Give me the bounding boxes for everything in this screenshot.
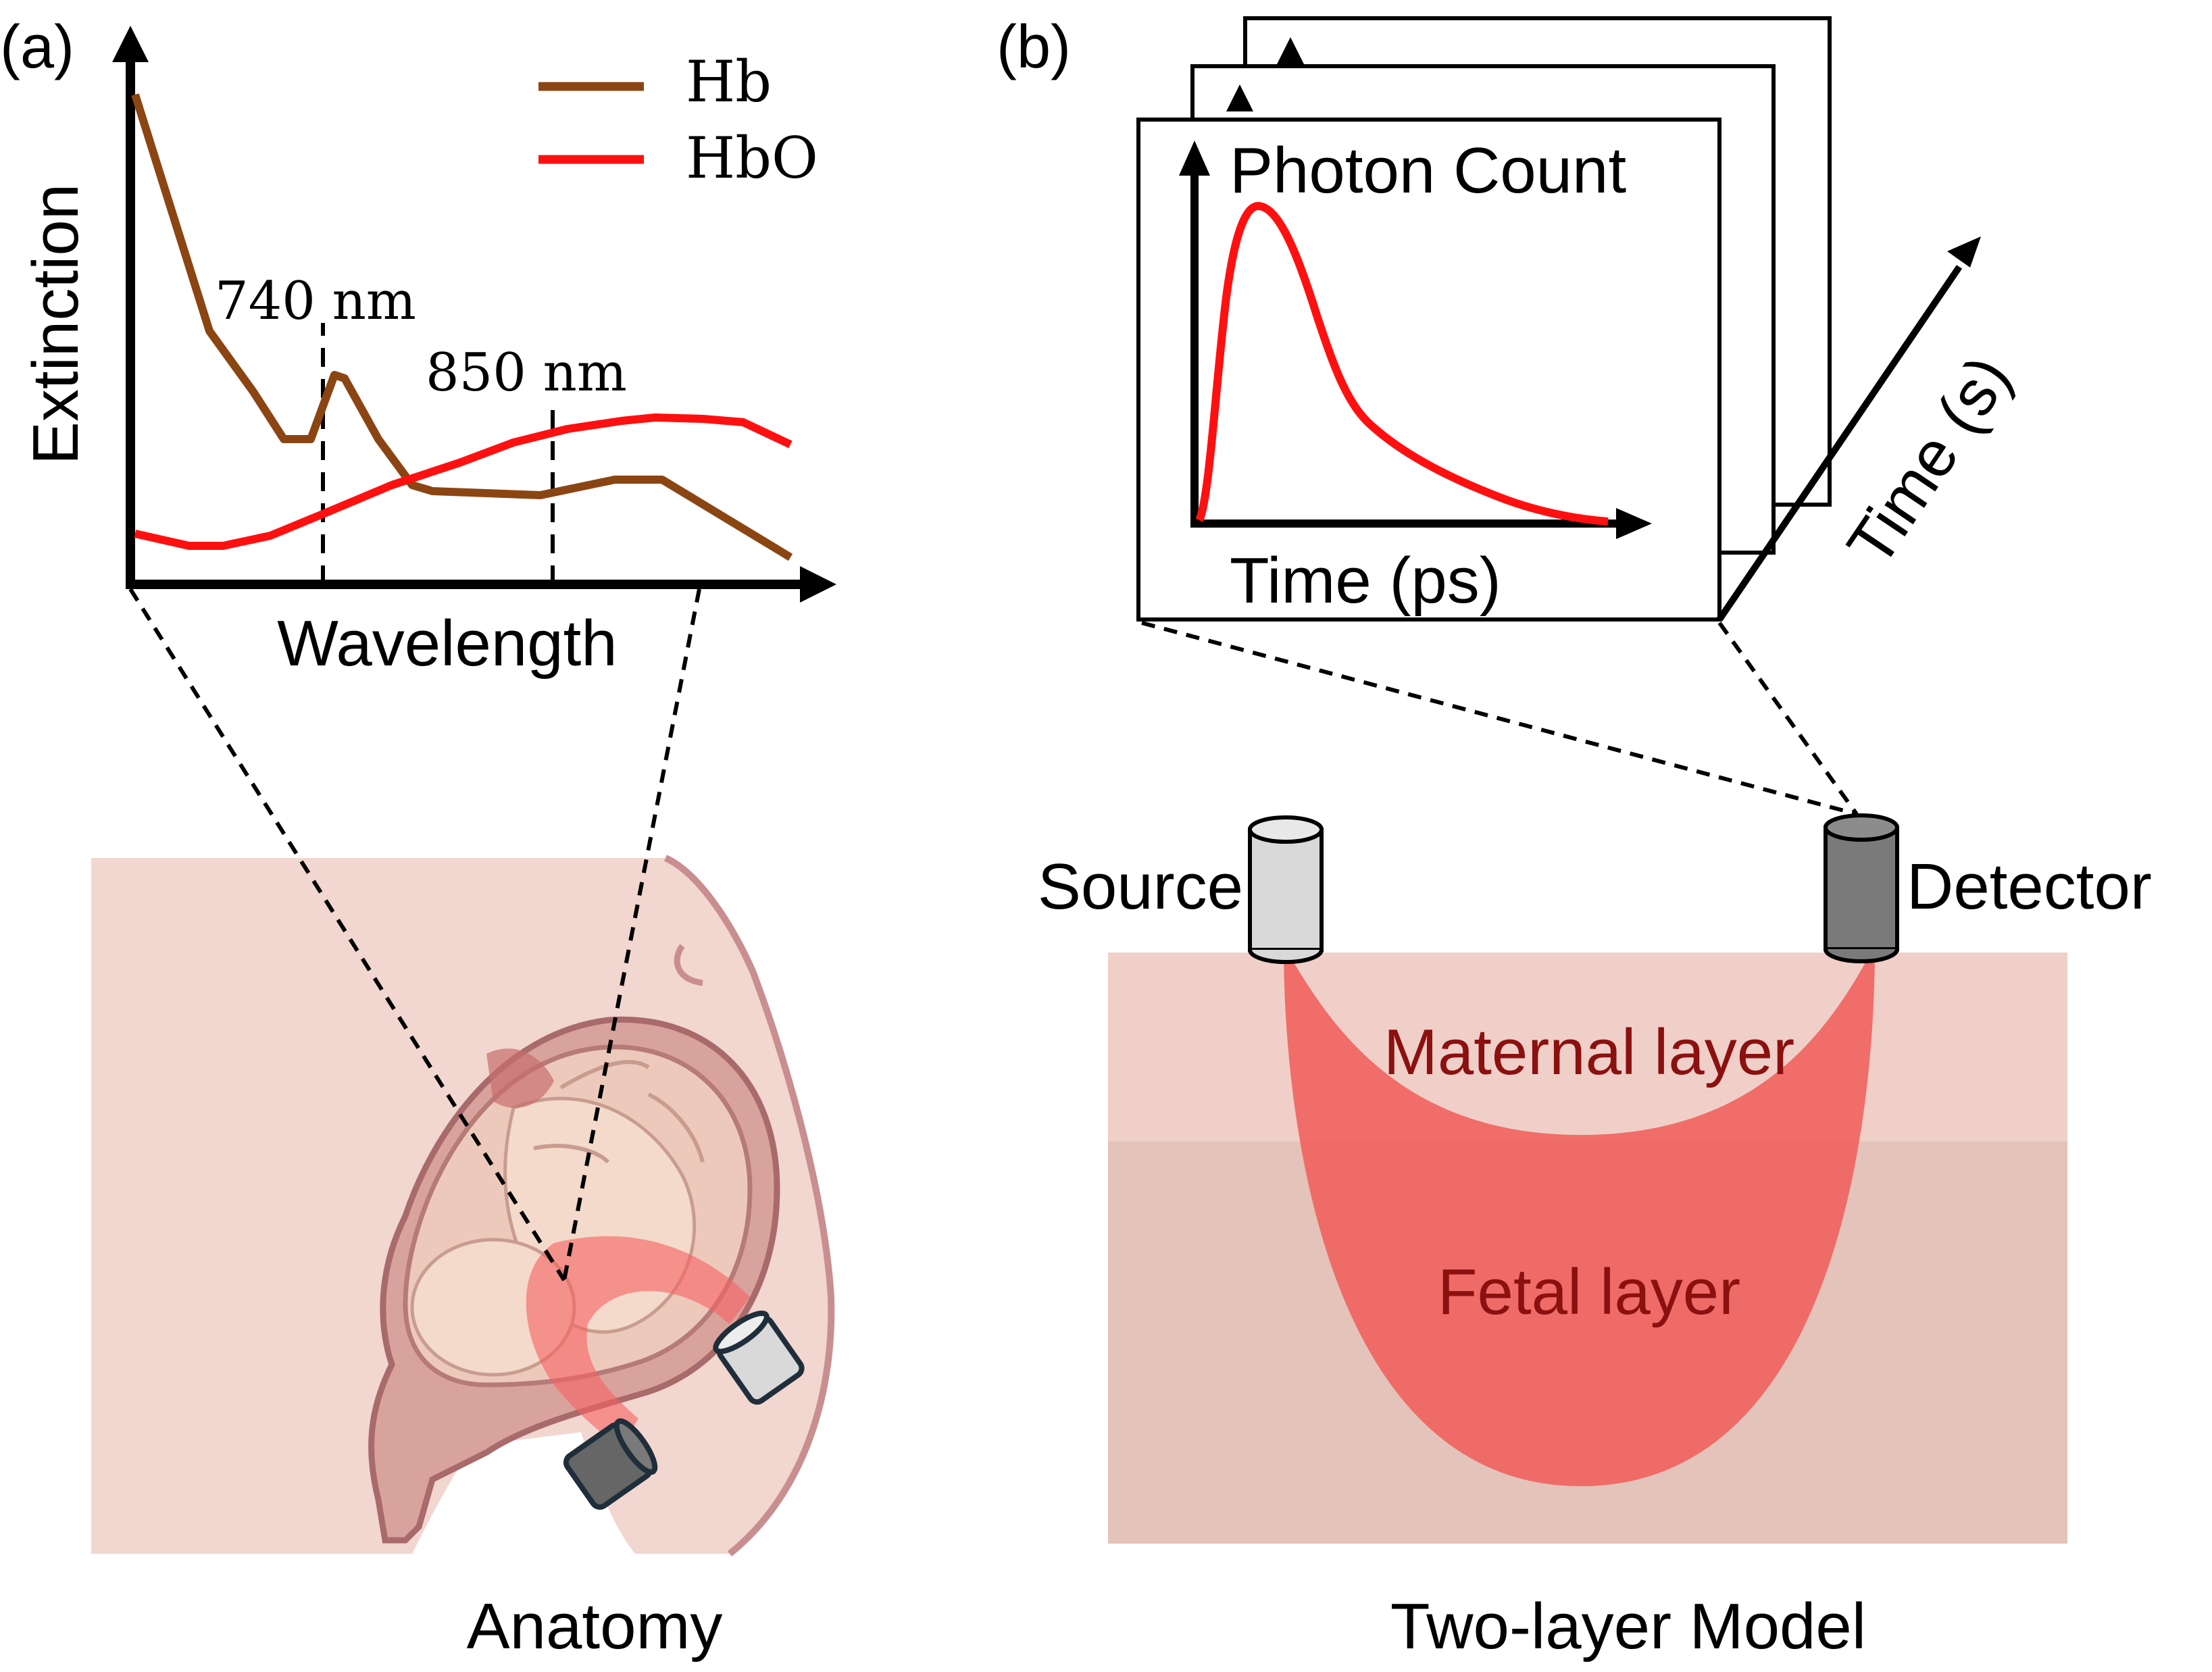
tpsf-curve (1195, 201, 1609, 526)
marker-850-label: 850 nm (426, 343, 627, 403)
body-outline (663, 855, 835, 1556)
detector-probe-top (1824, 813, 1899, 842)
panel-b-caption: Two-layer Model (1390, 1590, 1866, 1663)
anatomy-source (563, 1418, 658, 1510)
anatomy-source-cap (613, 1418, 658, 1475)
source-label: Source (1038, 851, 1243, 923)
zoom-line-b-right (1717, 622, 1859, 815)
detector-probe (1824, 813, 1899, 963)
navel (674, 944, 703, 986)
panel-a-axes (112, 26, 836, 603)
fetus-limbs (533, 1060, 705, 1164)
time-frame-back-arrowhead (1277, 37, 1304, 64)
panel-a-y-axis-label: Extinction (20, 184, 92, 465)
panel-b-label: (b) (997, 14, 1071, 81)
time-s-axis (1716, 265, 1963, 622)
detector-probe-body (1824, 826, 1899, 951)
panel-a-y-arrowhead (112, 26, 149, 62)
hbo-spectrum-curve (134, 413, 793, 550)
tpsf-y-axis-label: Photon Count (1230, 134, 1626, 207)
hb-spectrum-curve (131, 93, 793, 561)
placenta (486, 1048, 554, 1108)
source-probe-bottom (1248, 949, 1324, 964)
detector-label: Detector (1907, 851, 2152, 923)
tpsf-y-arrowhead (1179, 141, 1210, 176)
light-banana-path (1284, 946, 1875, 1486)
panel-a-x-axis-label: Wavelength (277, 607, 617, 680)
panel-a-legend: Hb HbO (538, 49, 818, 191)
panel-a-x-arrowhead (800, 566, 836, 603)
source-probe-top (1248, 815, 1324, 844)
legend-hbo-label: HbO (686, 125, 818, 191)
light-beam-anatomy (526, 1236, 750, 1446)
two-layer-model: Maternal layer Fetal layer (1108, 946, 2067, 1544)
maternal-layer (1108, 953, 2067, 1142)
anatomy-detector-cap (713, 1310, 770, 1354)
detector-probe-bottom (1824, 948, 1899, 963)
marker-740-label: 740 nm (215, 271, 416, 332)
time-s-arrowhead (1947, 236, 1981, 268)
zoom-line-b-left (1141, 621, 1857, 816)
legend-hb-label: Hb (686, 49, 772, 115)
panel-a-label: (a) (0, 14, 74, 81)
zoom-line-a-right (562, 588, 701, 1281)
tpsf-x-arrowhead (1616, 508, 1652, 539)
time-frame-middle-arrowhead (1226, 84, 1253, 111)
maternal-layer-label: Maternal layer (1384, 1016, 1794, 1088)
anatomy-illustration (91, 855, 835, 1556)
source-probe-body (1248, 828, 1324, 952)
anatomy-detector (713, 1310, 805, 1405)
time-s-axis-label: Time (s) (1834, 343, 2026, 579)
panel-a-caption: Anatomy (467, 1590, 723, 1663)
tpsf-x-axis-label: Time (ps) (1230, 544, 1501, 617)
fetal-layer-label: Fetal layer (1438, 1256, 1740, 1328)
source-probe (1248, 815, 1324, 964)
